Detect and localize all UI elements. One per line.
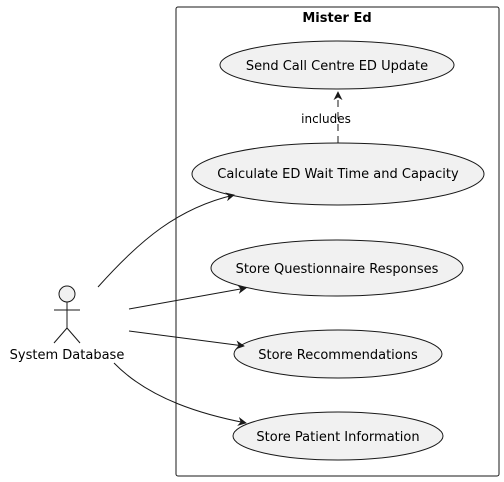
- actor-system-database: System Database: [10, 285, 125, 363]
- system-boundary: [175, 6, 500, 477]
- association-calc-wait: [97, 192, 235, 288]
- include-label: includes: [301, 112, 351, 126]
- association-store-recommendations: [128, 330, 245, 350]
- actor-head: [58, 285, 76, 303]
- use-case-calc-wait-label: Calculate ED Wait Time and Capacity: [217, 167, 459, 182]
- actor-label: System Database: [10, 348, 125, 363]
- system-title: Mister Ed: [302, 11, 371, 26]
- use-case-store-patient-label: Store Patient Information: [256, 430, 419, 445]
- use-case-store-patient: Store Patient Information: [232, 411, 444, 461]
- use-case-store-questionnaire: Store Questionnaire Responses: [210, 239, 464, 297]
- use-case-store-recommendations-label: Store Recommendations: [258, 348, 418, 363]
- use-case-send-update: Send Call Centre ED Update: [219, 40, 455, 90]
- association-store-patient: [113, 362, 247, 426]
- association-store-questionnaire: [128, 285, 247, 310]
- use-case-send-update-label: Send Call Centre ED Update: [246, 59, 428, 74]
- actor-right-leg: [66, 327, 81, 344]
- use-case-store-recommendations: Store Recommendations: [233, 329, 443, 379]
- use-case-store-questionnaire-label: Store Questionnaire Responses: [236, 262, 439, 277]
- actor-left-leg: [53, 327, 68, 344]
- use-case-calc-wait: Calculate ED Wait Time and Capacity: [191, 142, 485, 206]
